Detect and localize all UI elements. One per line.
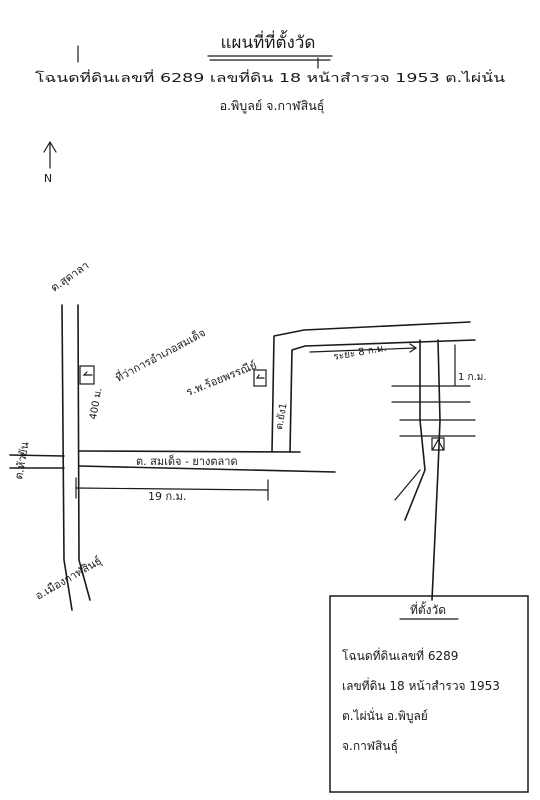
info-line-3: ต.ไผ่นั่น อ.พิบูลย์	[342, 707, 428, 724]
right-vertical-road	[391, 339, 476, 601]
info-line-1: โฉนดที่ดินเลขที่ 6289	[342, 647, 458, 663]
distance-arrow-main	[75, 477, 269, 501]
deed-line-2: อ.พิบูลย์ จ.กาฬสินธุ์	[220, 98, 325, 114]
main-horizontal-road	[9, 450, 336, 473]
road-label-right-top: ระยะ 8 ก.ม.	[333, 343, 388, 363]
district-office-label: ที่ว่าการอำเภอสมเด็จ	[112, 324, 207, 384]
road-label-branch: ต.ยัง1	[274, 402, 289, 430]
distance-label-right: 1 ก.ม.	[458, 372, 487, 383]
road-label-left: ต.หัวยัน	[12, 440, 31, 480]
info-line-2: เลขที่ดิน 18 หน้าสำรวจ 1953	[342, 677, 500, 693]
branch-road	[271, 321, 476, 453]
info-box-title: ที่ตั้งวัด	[410, 601, 446, 617]
deed-line-1: โฉนดที่ดินเลขที่ 6289 เลขที่ดิน 18 หน้าส…	[35, 69, 506, 85]
road-label-main: ต. สมเด็จ - ยางตลาด	[136, 454, 238, 468]
north-arrow-icon	[43, 140, 57, 169]
info-box	[329, 595, 529, 793]
left-vertical-road	[61, 304, 91, 611]
hospital-label: ร.พ.ร้อยพรรณีย์	[184, 359, 258, 399]
distance-label-main: 19 ก.ม.	[148, 490, 186, 503]
road-label-top-left: ต.สุดาลา	[48, 259, 91, 295]
distance-arrow-right-top	[309, 343, 418, 353]
north-label: N	[44, 172, 52, 185]
hospital-marker	[253, 369, 267, 387]
temple-marker-icon	[431, 437, 445, 451]
district-office-marker	[79, 365, 95, 385]
road-label-bottom-left: อ.เมืองกาฬสินธุ์	[33, 554, 104, 602]
info-line-4: จ.กาฬสินธุ์	[342, 739, 398, 754]
map-title: แผนที่ที่ตั้งวัด	[221, 30, 316, 53]
distance-label-left: 400 ม.	[88, 387, 104, 420]
